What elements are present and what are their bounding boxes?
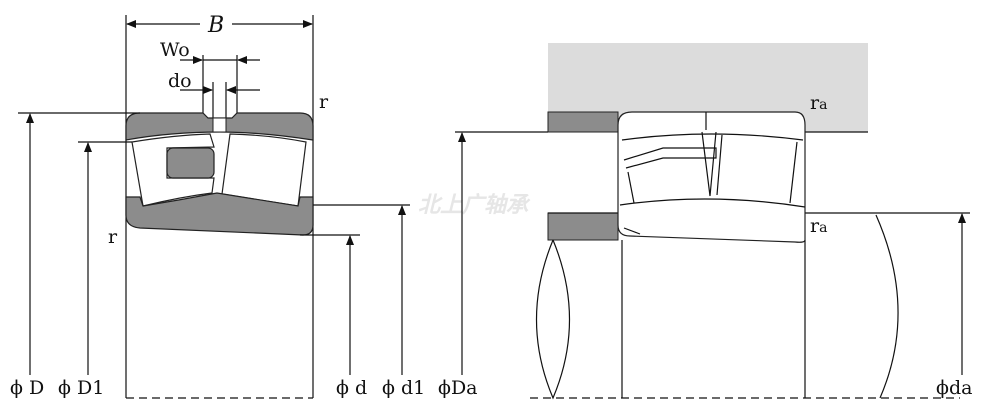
bore-label: ϕ d <box>336 377 367 399</box>
groove-dimensions: Wo do <box>160 39 260 130</box>
housing-shoulder-diameter-label: ϕDa <box>438 377 478 399</box>
mounted-bearing <box>617 111 806 243</box>
oil-hole-label: do <box>168 70 192 92</box>
roller-right <box>221 133 307 207</box>
watermark: 北上广轴承 <box>418 193 531 218</box>
outer-diameter-label: ϕ D <box>10 377 44 399</box>
housing-shoulder <box>547 111 619 133</box>
inner-ring <box>125 192 314 236</box>
left-bearing-section: B Wo do r r ϕ D <box>10 13 425 399</box>
shaft-fillet-label: ra <box>810 215 827 237</box>
width-dimension-b: B <box>126 13 313 38</box>
chamfer-bottom-label: r <box>108 226 118 248</box>
roller-left <box>131 133 215 207</box>
shaft-shoulder <box>547 212 619 241</box>
housing-fillet-label: ra <box>810 92 827 114</box>
inner-ring-outer-diameter-label: ϕ d1 <box>382 377 425 399</box>
shaft-right-end <box>875 214 899 399</box>
width-label: B <box>207 13 224 38</box>
groove-width-label: Wo <box>160 39 190 61</box>
shaft-left-end <box>535 239 571 400</box>
cage <box>166 147 215 179</box>
outer-ring-inner-diameter-label: ϕ D1 <box>58 377 104 399</box>
chamfer-top-label: r <box>319 91 329 113</box>
right-mounting-section: ra ra ϕDa ϕda <box>438 43 972 400</box>
shaft-shoulder-diameter-label: ϕda <box>936 377 972 399</box>
